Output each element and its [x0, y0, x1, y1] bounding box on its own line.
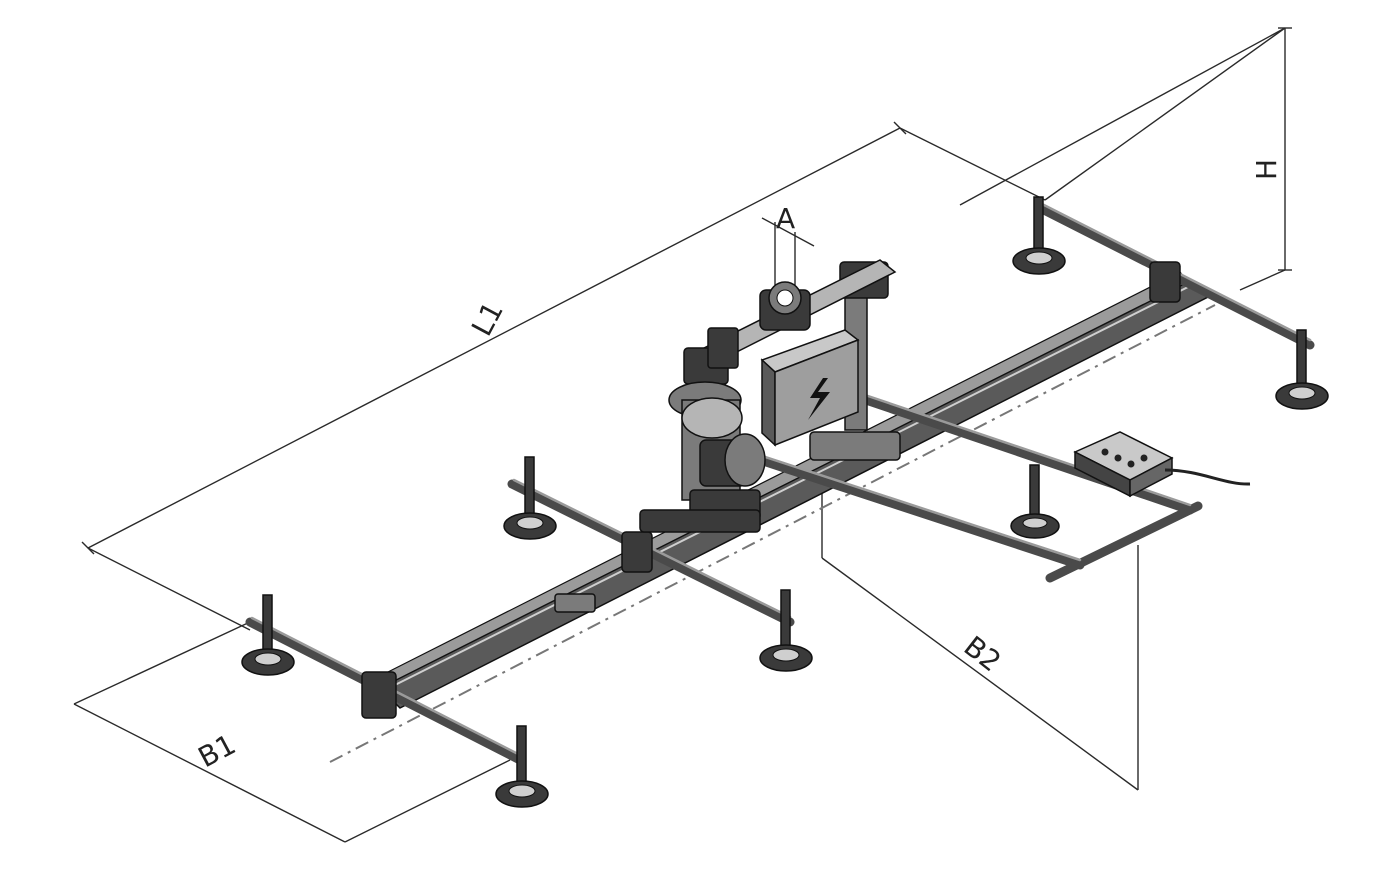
l1-extension-left — [87, 547, 251, 631]
cable — [1164, 468, 1251, 486]
remote-control-handle — [1073, 431, 1251, 498]
suction-pad — [1275, 329, 1329, 410]
lifting-eye — [759, 281, 811, 331]
lightning-bolt-icon — [808, 378, 830, 420]
b1-extension-bottom — [344, 759, 511, 843]
suction-pad — [1012, 196, 1066, 275]
cross-arm-middle — [507, 478, 795, 627]
b1-dimension-line — [73, 703, 346, 843]
cross-arm-right-rear — [1035, 202, 1315, 350]
l1-extension-right — [899, 127, 1046, 201]
center-line — [329, 304, 1216, 763]
arm-clamp — [1149, 261, 1181, 303]
upper-outline-line — [1044, 27, 1286, 201]
cross-arm-left — [245, 616, 525, 765]
h-label: H — [1250, 159, 1283, 180]
b1-label: B1 — [193, 728, 241, 775]
vacuum-pump — [668, 381, 766, 521]
b1-extension-top — [73, 621, 251, 705]
arm-clamp — [361, 671, 397, 719]
suction-pad — [503, 456, 557, 540]
main-beam — [378, 271, 1212, 709]
suction-pad — [1010, 464, 1060, 539]
central-unit — [639, 259, 901, 533]
suction-pad — [759, 589, 813, 672]
l1-label: L1 — [465, 296, 510, 341]
a-label: A — [776, 202, 795, 235]
suction-pad — [495, 725, 549, 808]
b2-label: B2 — [958, 630, 1007, 679]
l1-dimension-line — [87, 127, 901, 549]
arm-clamp — [621, 531, 653, 573]
control-box — [760, 329, 860, 447]
dimension-lines — [73, 27, 1292, 843]
b2-dimension-line — [821, 557, 1139, 791]
suction-pad — [241, 594, 295, 676]
